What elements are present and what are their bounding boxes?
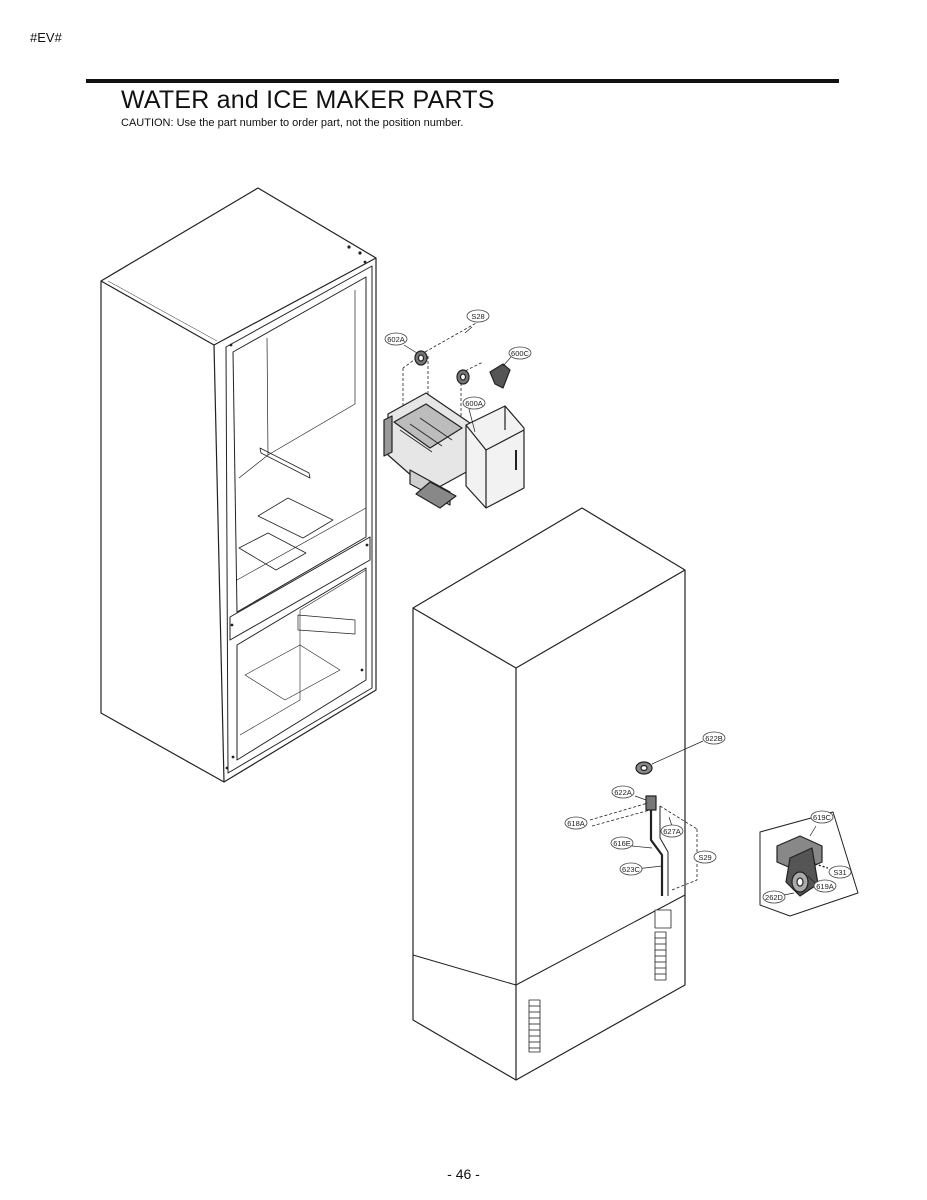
svg-text:622A: 622A	[614, 788, 632, 797]
ice-maker-assembly	[383, 321, 525, 509]
callout-623c: 623C	[619, 862, 643, 876]
svg-text:622B: 622B	[705, 734, 723, 743]
callout-s28: S28	[466, 309, 490, 323]
callout-600c: 600C	[508, 346, 532, 360]
water-valve-inset	[759, 811, 859, 917]
document-id: #EV#	[30, 30, 62, 45]
callout-600a: 600A	[462, 396, 486, 410]
callout-616e: 616E	[610, 836, 634, 850]
refrigerator-cabinet-rear	[412, 507, 704, 1081]
svg-text:618A: 618A	[567, 819, 585, 828]
svg-text:619A: 619A	[816, 882, 834, 891]
svg-text:600A: 600A	[465, 399, 483, 408]
header-rule	[86, 79, 839, 83]
callout-622a: 622A	[611, 785, 635, 799]
callout-s31: S31	[828, 865, 852, 879]
svg-text:602A: 602A	[387, 335, 405, 344]
callout-619a: 619A	[813, 879, 837, 893]
page-number: - 46 -	[447, 1166, 480, 1182]
svg-text:262D: 262D	[765, 893, 784, 902]
svg-text:600C: 600C	[511, 349, 530, 358]
page-title: WATER and ICE MAKER PARTS	[121, 86, 495, 114]
svg-text:S31: S31	[833, 868, 846, 877]
svg-text:623C: 623C	[622, 865, 641, 874]
refrigerator-cabinet-open	[100, 187, 377, 783]
svg-text:S29: S29	[698, 853, 711, 862]
svg-text:S28: S28	[471, 312, 484, 321]
callout-622b: 622B	[702, 731, 726, 745]
svg-text:619C: 619C	[813, 813, 832, 822]
svg-text:627A: 627A	[663, 827, 681, 836]
callout-618a: 618A	[564, 816, 588, 830]
svg-text:616E: 616E	[613, 839, 631, 848]
callout-s29: S29	[693, 850, 717, 864]
callout-619c: 619C	[810, 810, 834, 824]
callout-602a: 602A	[384, 332, 408, 346]
callout-627a: 627A	[660, 824, 684, 838]
caution-note: CAUTION: Use the part number to order pa…	[121, 117, 464, 129]
callout-262d: 262D	[762, 890, 786, 904]
